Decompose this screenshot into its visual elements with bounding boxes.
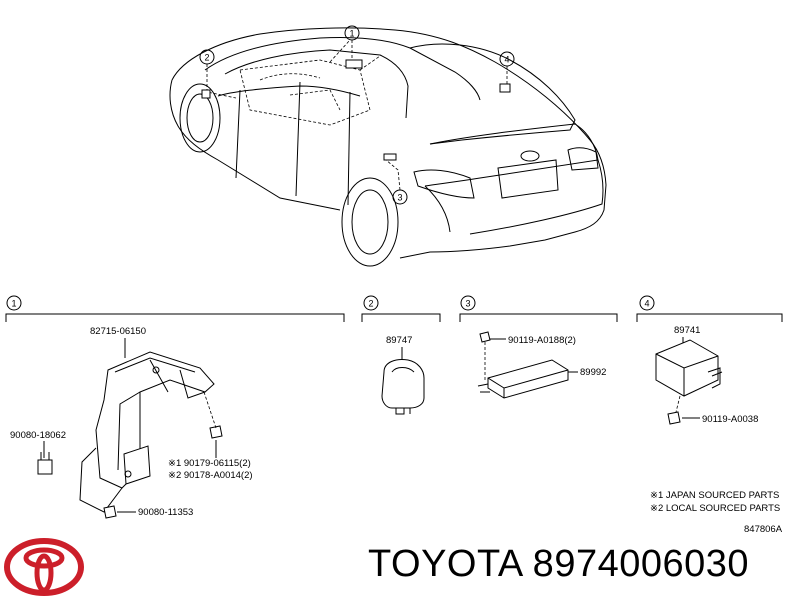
brand-title: TOYOTA 8974006030 (368, 543, 750, 585)
part-label-89992: 89992 (580, 367, 606, 378)
callout-4-car: 4 (499, 51, 515, 67)
group-3-header: 3 (459, 295, 618, 322)
group-1-bracket: 82715-06150 (37, 326, 223, 519)
part-label-90080-11353: 90080-11353 (138, 507, 193, 518)
callout-3-car: 3 (392, 189, 408, 205)
group-2-relay: 89747 (381, 335, 425, 415)
group-4-sensor: 89741 90119-A0038 (655, 325, 758, 425)
svg-text:2: 2 (204, 53, 209, 63)
svg-text:4: 4 (644, 299, 649, 309)
note-japan-sourced: ※1 JAPAN SOURCED PARTS (650, 490, 779, 501)
diagram-code: 847806A (744, 524, 783, 535)
part-label-90080-18062: 90080-18062 (10, 430, 66, 441)
part-label-82715-06150: 82715-06150 (90, 326, 146, 337)
svg-text:2: 2 (368, 299, 373, 309)
svg-text:1: 1 (11, 299, 16, 309)
group-3-module: 90119-A0188(2) 89992 (477, 331, 606, 399)
note-local-sourced: ※2 LOCAL SOURCED PARTS (650, 503, 780, 514)
group-4-header: 4 (636, 295, 783, 322)
group-2-header: 2 (361, 295, 441, 322)
part-label-89741: 89741 (674, 325, 700, 336)
note-local-part-1: ※2 90178-A0014(2) (168, 470, 253, 481)
svg-text:4: 4 (504, 55, 509, 65)
part-label-89747: 89747 (386, 335, 412, 346)
group-1-header: 1 (5, 295, 345, 322)
callout-1-car: 1 (344, 25, 360, 41)
part-label-90119-a0038: 90119-A0038 (702, 414, 758, 425)
note-japan-part-1: ※1 90179-06115(2) (168, 458, 251, 469)
toyota-logo-icon (4, 538, 84, 596)
callout-2-car: 2 (199, 49, 215, 65)
car-illustration (169, 27, 607, 267)
svg-text:1: 1 (349, 29, 354, 39)
svg-text:3: 3 (465, 299, 470, 309)
svg-text:3: 3 (397, 193, 402, 203)
part-label-90119-a0188: 90119-A0188(2) (508, 335, 576, 346)
